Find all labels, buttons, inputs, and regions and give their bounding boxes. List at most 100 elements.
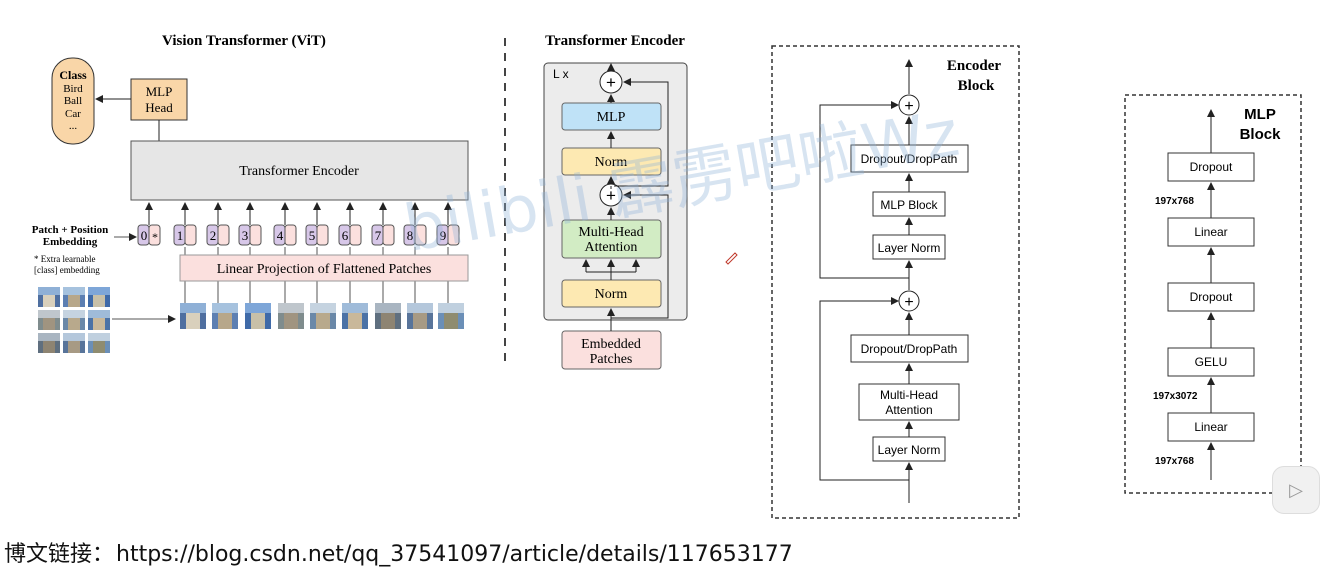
embedded-patches-line2: Patches bbox=[590, 352, 633, 367]
encoder-residual-path-top bbox=[610, 81, 669, 189]
encoder-mha-line2: Attention bbox=[585, 240, 638, 255]
eb-residual-bottom bbox=[819, 300, 909, 481]
blog-link-prefix: 博文链接： bbox=[4, 542, 115, 567]
encoder-title: Transformer Encoder bbox=[545, 33, 685, 49]
mlp-dropout-top-box bbox=[1167, 152, 1255, 182]
patch-embedding-1 bbox=[184, 224, 197, 246]
token-6: 6 bbox=[338, 202, 362, 303]
mlp-linear-top-label: Linear bbox=[1194, 225, 1227, 239]
flattened-patch-2 bbox=[212, 303, 238, 329]
linear-projection-box bbox=[179, 254, 469, 282]
image-cell-0-0 bbox=[38, 287, 60, 307]
encoder-mha-line1: Multi-Head bbox=[578, 225, 643, 240]
image-cell-2-0 bbox=[38, 333, 60, 353]
mlp-dim-mid: 197x3072 bbox=[1153, 391, 1198, 402]
pen-cursor-icon bbox=[725, 252, 738, 265]
eb-dropout-bottom-label: Dropout/DropPath bbox=[861, 342, 958, 356]
encoder-block-title-2: Block bbox=[958, 78, 995, 94]
image-cell-1-1 bbox=[63, 310, 85, 330]
vit-transformer-encoder-label: Transformer Encoder bbox=[239, 164, 359, 179]
encoder-residual-path-bottom bbox=[611, 194, 669, 319]
image-cell-2-1 bbox=[63, 333, 85, 353]
token-5: 5 bbox=[305, 202, 329, 303]
class-car: Car bbox=[65, 108, 81, 120]
patch-embedding-5 bbox=[316, 224, 329, 246]
mlp-gelu-label: GELU bbox=[1195, 355, 1228, 369]
eb-dropout-top-label: Dropout/DropPath bbox=[861, 152, 958, 166]
input-image-patches-grid bbox=[38, 287, 110, 353]
eb-mha-line1: Multi-Head bbox=[880, 388, 938, 402]
image-cell-0-2 bbox=[88, 287, 110, 307]
patch-embedding-6 bbox=[349, 224, 362, 246]
class-ball: Ball bbox=[64, 95, 82, 107]
mlp-head-box bbox=[130, 78, 188, 121]
patch-position-label-1: Patch + Position bbox=[32, 224, 109, 236]
mlp-head-line2: Head bbox=[145, 100, 173, 115]
class-embedding-note: [class] embedding bbox=[34, 265, 100, 275]
encoder-repeat-label: L x bbox=[553, 67, 569, 81]
patch-embedding-3 bbox=[249, 224, 262, 246]
flattened-patch-9 bbox=[438, 303, 464, 329]
eb-residual-top bbox=[819, 104, 909, 279]
eb-add-bottom bbox=[898, 290, 920, 312]
extra-learnable-note: * Extra learnable bbox=[34, 254, 95, 264]
encoder-block-title-1: Encoder bbox=[947, 58, 1002, 74]
encoder-block-frame bbox=[771, 45, 1020, 519]
blog-link-url[interactable]: https://blog.csdn.net/qq_37541097/articl… bbox=[116, 542, 793, 567]
vit-transformer-encoder-box bbox=[130, 140, 469, 201]
mlp-dropout-top-label: Dropout bbox=[1190, 160, 1233, 174]
mlp-dropout-mid-label: Dropout bbox=[1190, 290, 1233, 304]
mlp-block-title-2: Block bbox=[1240, 126, 1282, 143]
encoder-add-top-icon: + bbox=[606, 73, 616, 92]
encoder-add-mid-icon: + bbox=[606, 186, 616, 205]
token-label-5: 5 bbox=[309, 228, 316, 243]
class-token-mark: * bbox=[152, 230, 158, 244]
eb-dropout-bottom-box bbox=[850, 334, 969, 363]
mlp-head-line1: MLP bbox=[146, 84, 173, 99]
patch-position-label-2: Embedding bbox=[43, 236, 98, 248]
patch-embedding-7 bbox=[382, 224, 395, 246]
token-label-1: 1 bbox=[177, 228, 184, 243]
mlp-linear-bottom-box bbox=[1167, 412, 1255, 442]
token-2: 2 bbox=[206, 202, 230, 303]
encoder-mlp-label: MLP bbox=[597, 110, 626, 125]
mlp-block-frame bbox=[1124, 94, 1302, 494]
flattened-patch-1 bbox=[180, 303, 206, 329]
token-label-9: 9 bbox=[440, 228, 447, 243]
flattened-patch-7 bbox=[375, 303, 401, 329]
token-7: 7 bbox=[371, 202, 395, 303]
flattened-patch-8 bbox=[407, 303, 433, 329]
token-9: 9 bbox=[436, 202, 460, 303]
encoder-norm-bottom-label: Norm bbox=[595, 287, 628, 302]
mlp-dim-bottom: 197x768 bbox=[1155, 456, 1194, 467]
patch-embedding-4 bbox=[284, 224, 297, 246]
eb-mlp-block-label: MLP Block bbox=[880, 198, 938, 212]
eb-layer-norm-bottom-label: Layer Norm bbox=[878, 443, 941, 457]
mlp-dropout-mid-box bbox=[1167, 282, 1255, 312]
mlp-dim-top: 197x768 bbox=[1155, 196, 1194, 207]
token-8: 8 bbox=[403, 202, 427, 303]
token-label-4: 4 bbox=[277, 228, 284, 243]
embedded-patches-line1: Embedded bbox=[581, 337, 641, 352]
token-label-3: 3 bbox=[242, 228, 249, 243]
token-1: 1 bbox=[173, 202, 197, 303]
play-icon: ▷ bbox=[1289, 479, 1303, 501]
linear-projection-label: Linear Projection of Flattened Patches bbox=[217, 262, 432, 277]
flattened-patch-3 bbox=[245, 303, 271, 329]
blog-link-line: 博文链接：https://blog.csdn.net/qq_37541097/a… bbox=[4, 536, 793, 568]
class-ellipsis: ... bbox=[69, 120, 78, 132]
token-3: 3 bbox=[238, 202, 262, 303]
patch-embedding-9 bbox=[447, 224, 460, 246]
image-cell-0-1 bbox=[63, 287, 85, 307]
play-button[interactable]: ▷ bbox=[1272, 466, 1320, 514]
mlp-gelu-box bbox=[1167, 347, 1255, 377]
eb-mha-line2: Attention bbox=[885, 403, 932, 417]
eb-layer-norm-top-label: Layer Norm bbox=[878, 241, 941, 255]
flattened-patch-4 bbox=[278, 303, 304, 329]
eb-mlp-block-box bbox=[872, 191, 946, 217]
patch-embedding-0 bbox=[148, 224, 161, 246]
token-label-6: 6 bbox=[342, 228, 349, 243]
eb-add-bottom-icon: + bbox=[904, 294, 913, 311]
